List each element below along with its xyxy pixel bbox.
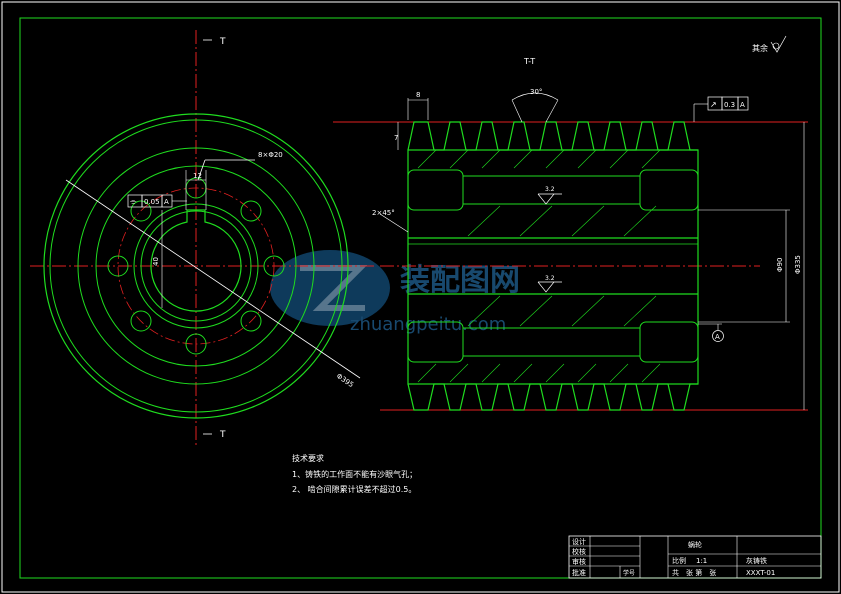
section-view: T-T: [333, 35, 808, 411]
roughness-1: 3.2: [545, 186, 555, 193]
hole-leader-arrow: [197, 159, 206, 181]
roughness-circle-icon: [772, 42, 780, 50]
hole: [240, 200, 262, 222]
recess-bottom-left: [407, 321, 464, 363]
label-review: 审核: [572, 557, 586, 566]
outer-dia-leader: [65, 179, 361, 379]
outer-dia-text: Φ395: [335, 372, 355, 389]
material: 灰铸铁: [746, 556, 767, 565]
label-student-no: 学号: [623, 569, 635, 577]
runout-tolerance-frame: ↗ 0.3 A: [693, 96, 749, 122]
title-block: 设计 校核 审核 批准 学号 蜗轮 比例 1:1 灰铸铁 共 张 第 张 XXX…: [568, 535, 822, 579]
hole-dim-text: 8×Φ20: [258, 151, 283, 159]
label-check: 校核: [572, 547, 586, 556]
tooth-width-dim: 8: [416, 91, 420, 99]
left-view: T T 8×Φ20 Φ395 40 12 ⌯ 0.05 A: [30, 30, 375, 445]
svg-text:A: A: [740, 101, 745, 109]
chamfer-text: 2×45°: [372, 209, 395, 217]
other-surfaces-label: 其余: [752, 43, 768, 53]
part-name: 蜗轮: [688, 540, 702, 549]
svg-text:0.05: 0.05: [144, 198, 160, 206]
notes-line-2: 2、 啮合间隙累计误差不超过0.5。: [292, 484, 416, 494]
roughness-2: 3.2: [545, 275, 555, 282]
hole: [107, 255, 129, 277]
sheet-count: 共 张 第 张: [672, 568, 716, 577]
technical-notes: 技术要求 1、铸铁的工作面不能有沙眼气孔； 2、 啮合间隙累计误差不超过0.5。: [292, 453, 417, 494]
svg-text:A: A: [164, 198, 169, 206]
datum-circle: [712, 330, 724, 342]
bore-with-keyway: [150, 209, 242, 312]
hub-inner-circle: [140, 210, 252, 322]
lightening-holes: [107, 177, 285, 355]
angle-dim: 30°: [530, 88, 542, 96]
section-hatching: [417, 149, 661, 383]
top-teeth: [407, 121, 698, 151]
hole: [130, 310, 152, 332]
dia335-text: Φ335: [794, 255, 802, 274]
key-width-dim-text: 12: [193, 172, 202, 180]
recess-top-left: [407, 169, 464, 211]
label-approve: 批准: [572, 568, 586, 577]
recess-bottom-right: [639, 321, 699, 363]
hole: [130, 200, 152, 222]
inner-border: [19, 17, 822, 579]
recess-top-right: [639, 169, 699, 211]
datum-label: A: [715, 333, 720, 341]
hole-pitch-circle: [117, 187, 275, 345]
outer-circle: [43, 113, 349, 419]
angle-arc: [511, 92, 559, 101]
bottom-teeth: [407, 383, 698, 411]
drawing-number: XXXT-01: [746, 569, 775, 577]
hub-circle: [133, 203, 259, 329]
runout-icon: ↗: [710, 100, 717, 109]
angle-leg-1: [511, 99, 523, 123]
notes-heading: 技术要求: [292, 453, 324, 463]
section-title: T-T: [523, 57, 535, 66]
symmetry-tolerance-frame: ⌯ 0.05 A: [127, 194, 187, 208]
chamfer-leader: [379, 213, 409, 233]
symmetry-icon: ⌯: [130, 197, 137, 206]
dia90-text: Φ90: [776, 258, 784, 272]
notes-line-1: 1、铸铁的工作面不能有沙眼气孔；: [292, 469, 417, 479]
hole: [263, 255, 285, 277]
scale-label: 比例: [672, 556, 686, 565]
angle-leg-2: [545, 99, 559, 123]
watermark: 装配图网 zhuangpeitu.com: [270, 250, 520, 335]
cut-label-bottom: T: [219, 430, 226, 440]
roughness-mark-1-icon: [537, 193, 555, 205]
hole: [185, 333, 207, 355]
tooth-height-dim: 7: [394, 134, 398, 142]
cut-label-top: T: [219, 37, 226, 47]
watermark-en: zhuangpeitu.com: [350, 314, 506, 335]
svg-text:0.3: 0.3: [724, 101, 735, 109]
scale-value: 1:1: [696, 557, 707, 565]
hole: [240, 310, 262, 332]
keyway-dim-text: 40: [152, 257, 160, 266]
label-design: 设计: [572, 537, 586, 546]
body-outline: [407, 149, 699, 385]
roughness-mark-2-icon: [537, 281, 555, 293]
watermark-cn: 装配图网: [400, 263, 520, 298]
web-circle: [95, 165, 297, 367]
root-circle: [77, 147, 315, 385]
tip-circle: [49, 119, 343, 413]
